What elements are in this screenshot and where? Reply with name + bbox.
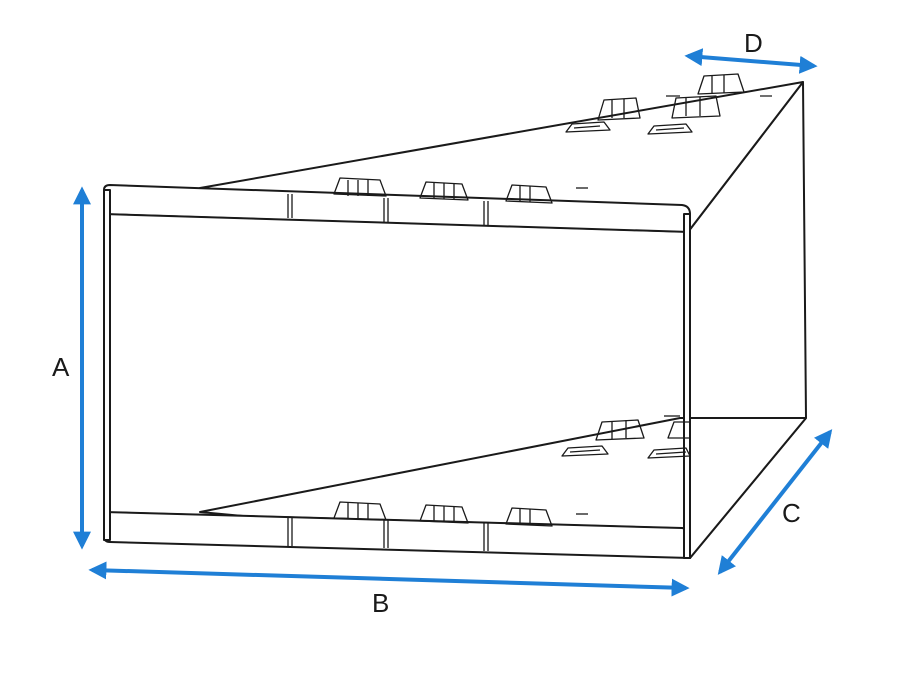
top-rail-notches <box>287 194 489 226</box>
bottom-clips <box>333 501 588 527</box>
dimension-b-arrow <box>88 561 690 597</box>
top-clips <box>333 177 588 204</box>
bottom-back-clips <box>561 415 691 459</box>
front-right-post <box>683 213 691 559</box>
top-back-clips <box>565 73 772 135</box>
dimension-a-label: A <box>52 352 70 382</box>
front-left-post <box>103 189 111 541</box>
dimension-d-label: D <box>744 28 763 58</box>
dimension-c-arrow <box>717 429 833 575</box>
dimension-b-label: B <box>372 588 389 618</box>
dimension-d-arrow <box>684 48 818 74</box>
bottom-rail-notches <box>287 518 489 551</box>
dimension-c-label: C <box>782 498 801 528</box>
